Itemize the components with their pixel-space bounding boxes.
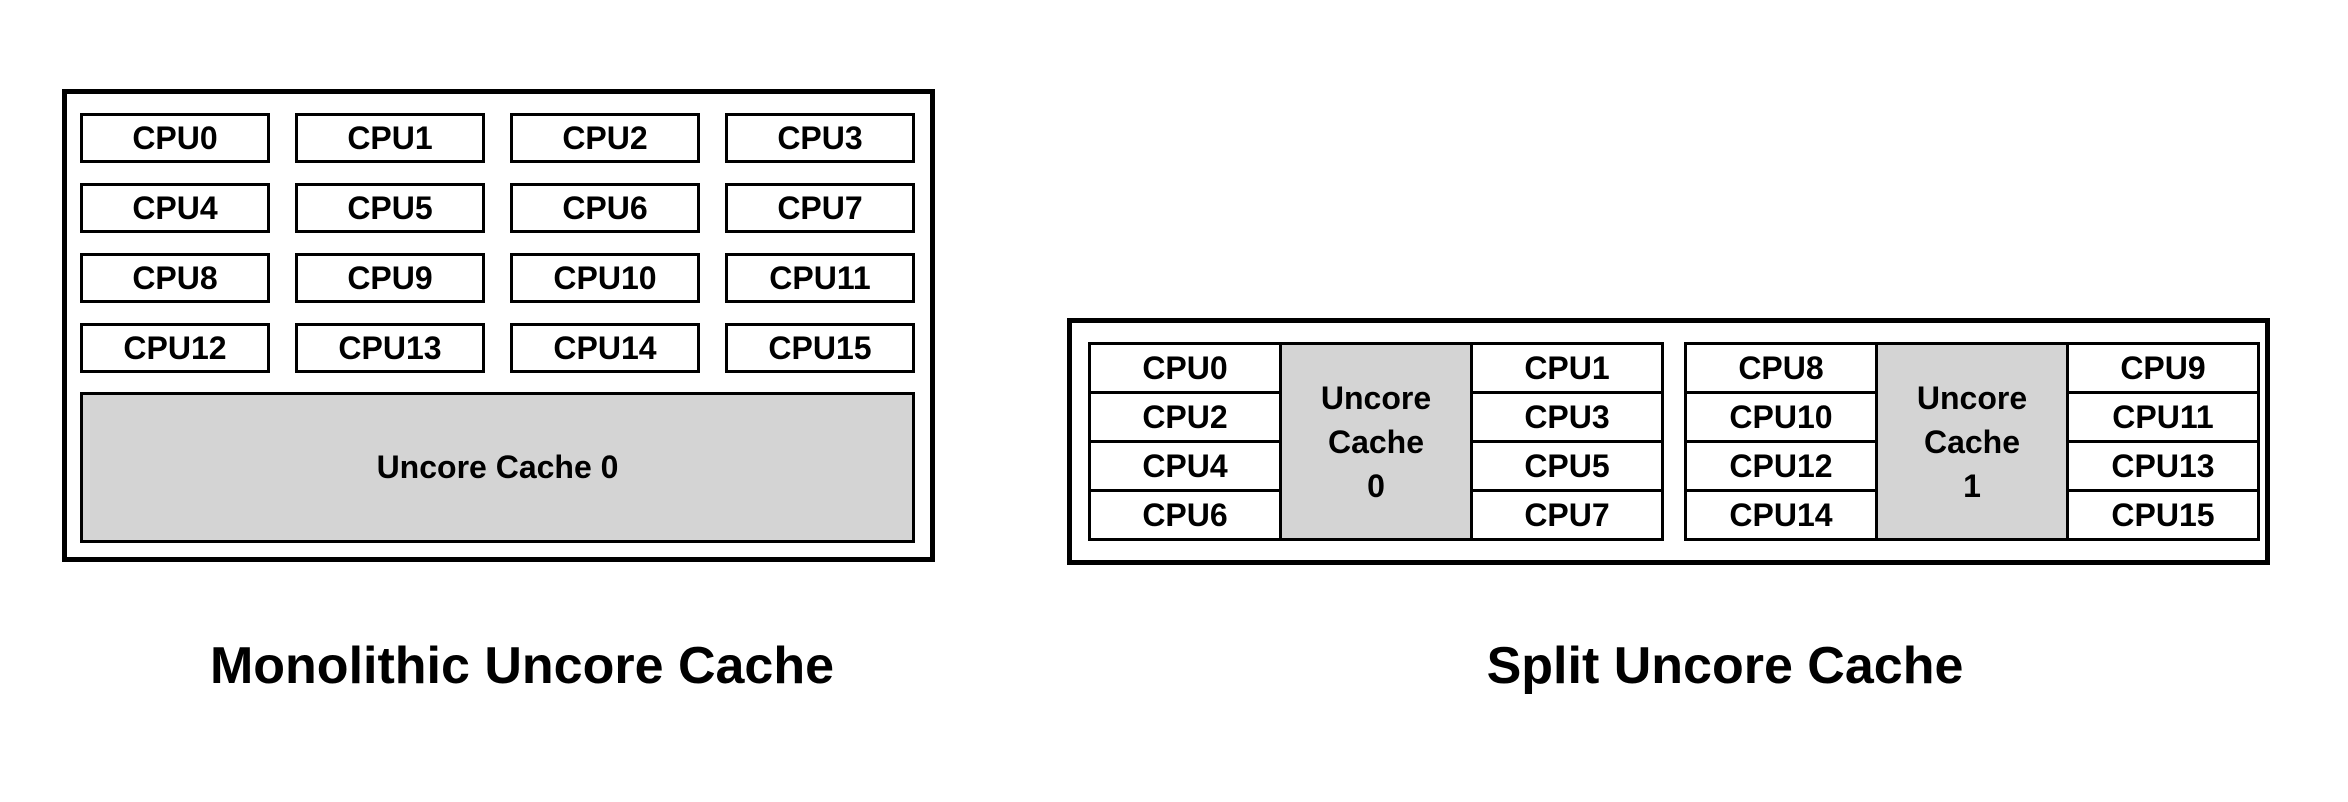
- cpu-box: CPU5: [295, 183, 485, 233]
- uncore-cache-label-line: Cache: [1327, 423, 1425, 460]
- cpu-box: CPU8: [1684, 342, 1878, 394]
- cpu-box: CPU11: [2066, 391, 2260, 443]
- cpu-box: CPU9: [2066, 342, 2260, 394]
- cpu-box: CPU6: [510, 183, 700, 233]
- split-group-0-left-cpu-column: CPU0 CPU2 CPU4 CPU6: [1088, 342, 1282, 541]
- uncore-cache-0-split-box: Uncore Cache 0: [1279, 342, 1473, 541]
- cpu-box: CPU8: [80, 253, 270, 303]
- monolithic-cpu-grid: CPU0 CPU1 CPU2 CPU3 CPU4 CPU5 CPU6 CPU7 …: [80, 113, 915, 373]
- cpu-box: CPU13: [2066, 440, 2260, 492]
- cpu-box: CPU4: [1088, 440, 1282, 492]
- cpu-box: CPU3: [1470, 391, 1664, 443]
- split-group-1-right-cpu-column: CPU9 CPU11 CPU13 CPU15: [2066, 342, 2260, 541]
- uncore-cache-1-split-box: Uncore Cache 1: [1875, 342, 2069, 541]
- cpu-box: CPU0: [1088, 342, 1282, 394]
- cpu-box: CPU7: [725, 183, 915, 233]
- cpu-box: CPU7: [1470, 489, 1664, 541]
- uncore-cache-label-line: Cache: [1923, 423, 2021, 460]
- monolithic-caption: Monolithic Uncore Cache: [209, 637, 835, 695]
- cpu-box: CPU10: [510, 253, 700, 303]
- cpu-box: CPU10: [1684, 391, 1878, 443]
- cpu-box: CPU12: [80, 323, 270, 373]
- cpu-box: CPU2: [1088, 391, 1282, 443]
- split-package-box: CPU0 CPU2 CPU4 CPU6 Uncore Cache 0 CPU1 …: [1067, 318, 2270, 565]
- split-caption: Split Uncore Cache: [1486, 637, 1964, 695]
- split-group-0-right-cpu-column: CPU1 CPU3 CPU5 CPU7: [1470, 342, 1664, 541]
- cpu-box: CPU0: [80, 113, 270, 163]
- uncore-cache-label-line: 0: [1367, 467, 1385, 504]
- uncore-cache-label-line: Uncore: [1916, 379, 2028, 416]
- split-group-1: CPU8 CPU10 CPU12 CPU14 Uncore Cache 1 CP…: [1684, 342, 2260, 541]
- split-group-0: CPU0 CPU2 CPU4 CPU6 Uncore Cache 0 CPU1 …: [1088, 342, 1664, 541]
- uncore-cache-0-box: Uncore Cache 0: [80, 392, 915, 543]
- cpu-box: CPU15: [725, 323, 915, 373]
- cpu-box: CPU15: [2066, 489, 2260, 541]
- cpu-box: CPU9: [295, 253, 485, 303]
- cpu-box: CPU1: [295, 113, 485, 163]
- cpu-box: CPU12: [1684, 440, 1878, 492]
- monolithic-package-box: CPU0 CPU1 CPU2 CPU3 CPU4 CPU5 CPU6 CPU7 …: [62, 89, 935, 562]
- cpu-box: CPU11: [725, 253, 915, 303]
- uncore-cache-label-line: Uncore: [1320, 379, 1432, 416]
- cpu-box: CPU3: [725, 113, 915, 163]
- uncore-cache-label-line: 1: [1963, 467, 1981, 504]
- cpu-box: CPU14: [510, 323, 700, 373]
- cpu-box: CPU14: [1684, 489, 1878, 541]
- cpu-box: CPU13: [295, 323, 485, 373]
- split-group-1-left-cpu-column: CPU8 CPU10 CPU12 CPU14: [1684, 342, 1878, 541]
- cpu-box: CPU5: [1470, 440, 1664, 492]
- cpu-box: CPU2: [510, 113, 700, 163]
- cpu-box: CPU1: [1470, 342, 1664, 394]
- cpu-box: CPU4: [80, 183, 270, 233]
- cpu-box: CPU6: [1088, 489, 1282, 541]
